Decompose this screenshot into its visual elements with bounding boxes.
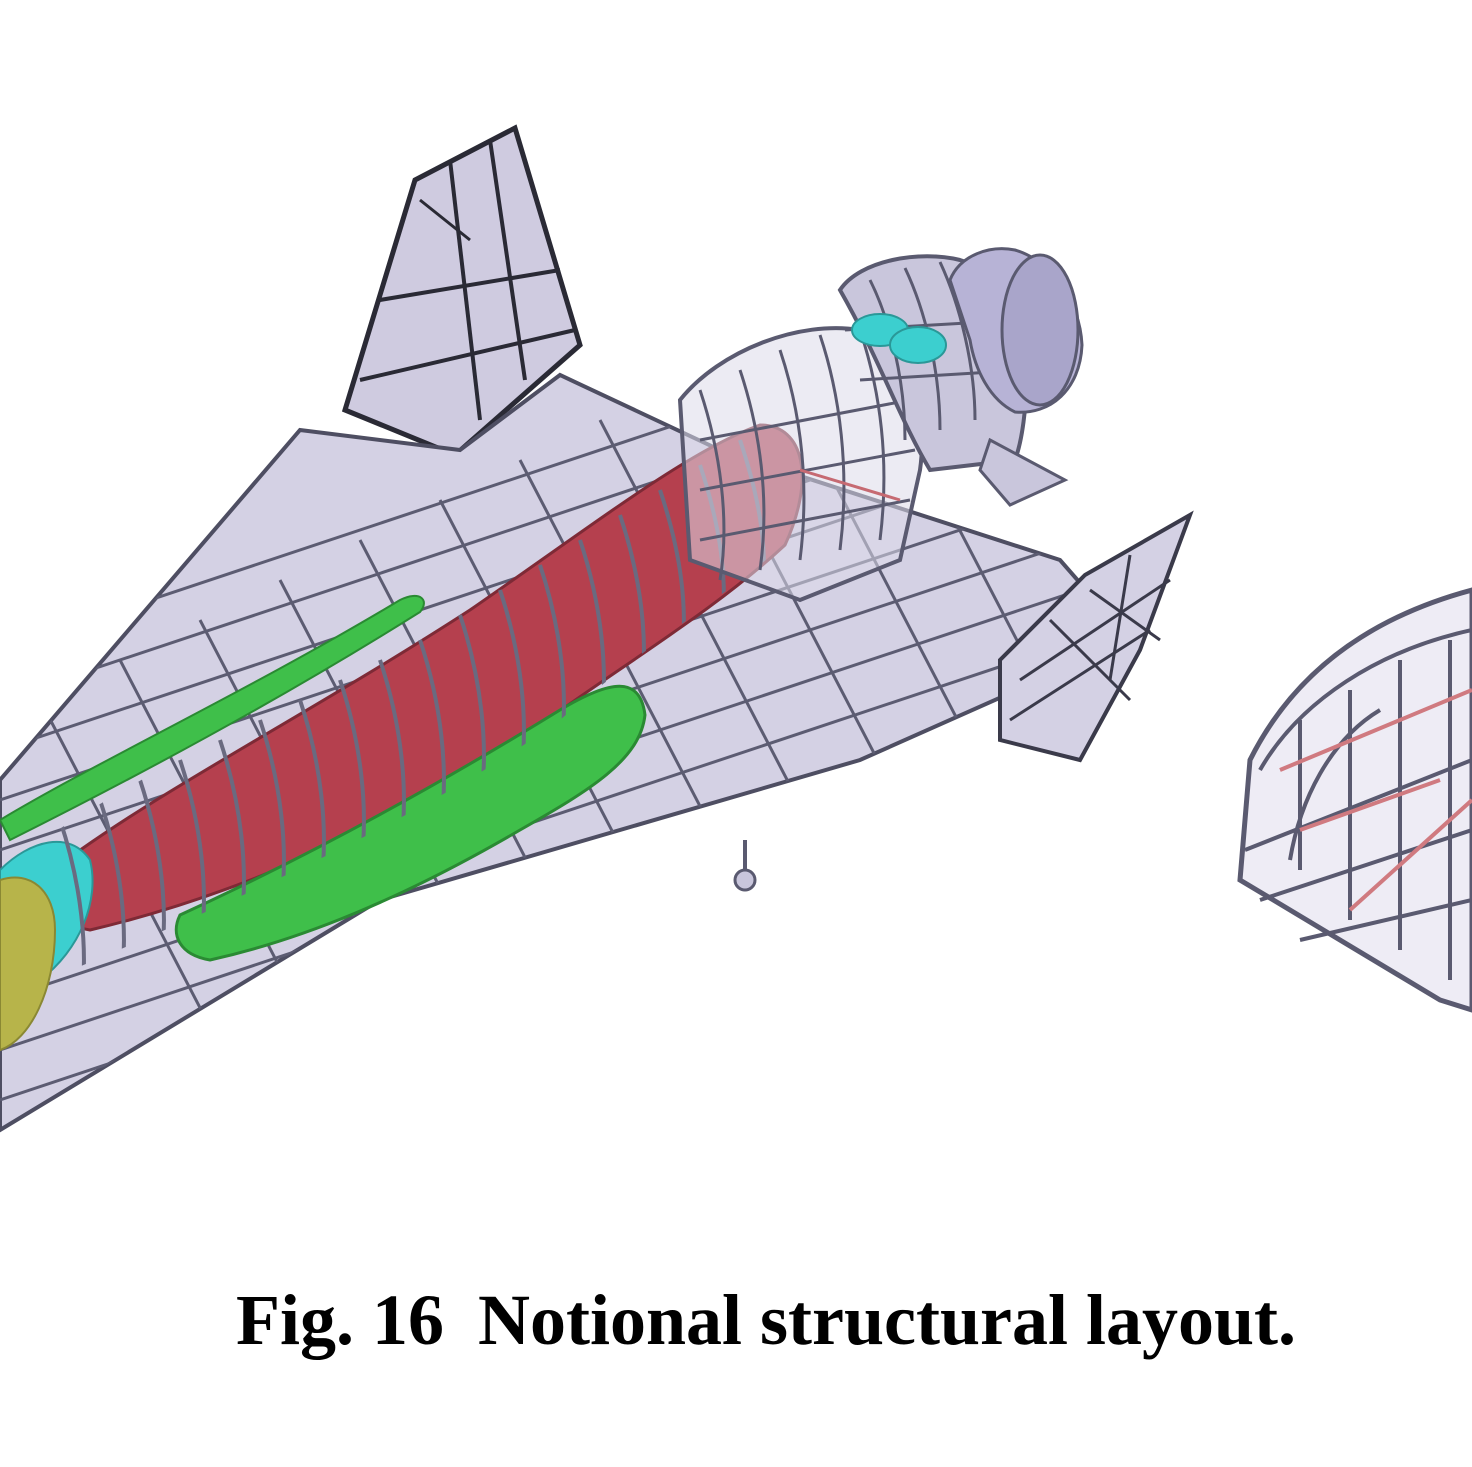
aft-structural-cage — [677, 326, 924, 603]
structural-layout-figure — [0, 124, 1472, 1133]
yellow-tank — [0, 876, 57, 1052]
figure-title: Notional structural layout. — [478, 1280, 1296, 1360]
figure-number: Fig. 16 — [236, 1280, 444, 1360]
separated-structural-section — [1237, 587, 1472, 1013]
landing-gear — [733, 840, 757, 892]
figure-caption: Fig. 16 Notional structural layout. — [0, 1275, 1472, 1365]
green-propellant-tank — [174, 684, 647, 962]
cyan-aft-tank-2 — [889, 326, 947, 364]
upper-green-tank-strip — [0, 594, 425, 842]
engine-module — [837, 247, 1084, 507]
vehicle-main-body — [0, 124, 1194, 1133]
vertical-tail-fin-right — [998, 510, 1194, 763]
